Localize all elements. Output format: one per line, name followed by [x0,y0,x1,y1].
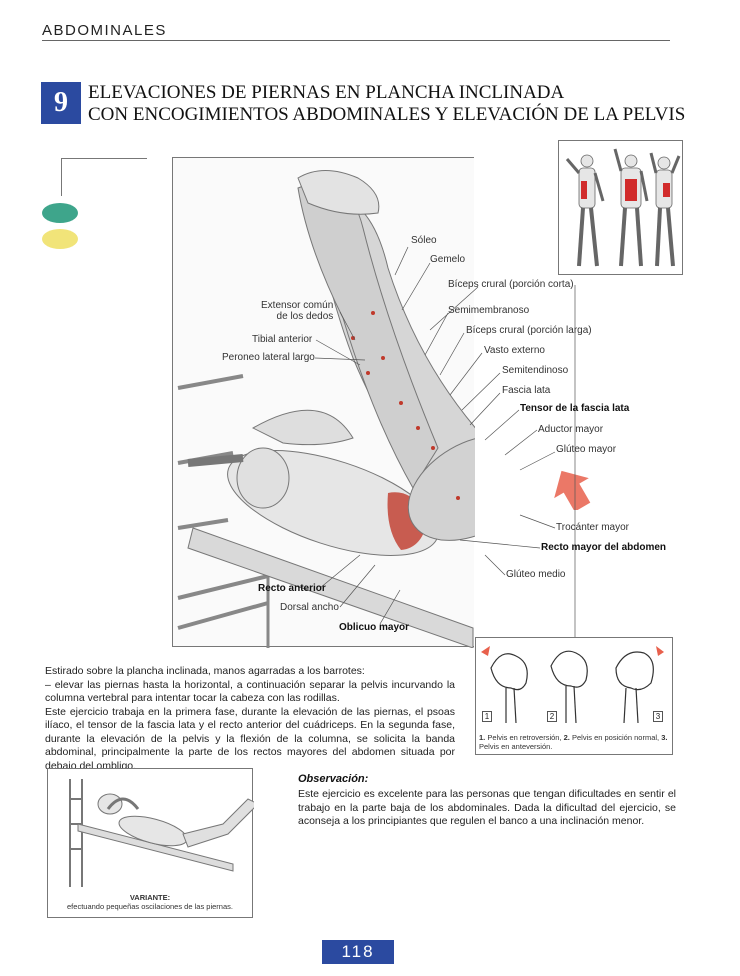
anatomy-drawing [177,170,475,648]
label-biceps-larga: Bíceps crural (porción larga) [466,325,592,336]
label-recto-anterior: Recto anterior [258,583,326,594]
label-extensor: Extensor común de los dedos [261,300,333,322]
label-gemelo: Gemelo [430,254,466,265]
section-title: ABDOMINALES [42,22,167,39]
title-line-2: CON ENCOGIMIENTOS ABDOMINALES Y ELEVACIÓ… [88,104,686,125]
label-extensor-line2: de los dedos [276,311,334,322]
label-peroneo: Peroneo lateral largo [222,352,315,363]
exercise-number: 9 [41,82,81,124]
caption-text-1: Pelvis en retroversión, [485,733,564,742]
body-figures [565,148,681,267]
label-aductor: Aductor mayor [538,424,604,435]
arrow-up-icon [554,470,591,510]
observation-text: Este ejercicio es excelente para las per… [298,788,676,827]
label-dorsal: Dorsal ancho [280,602,339,613]
label-soleo: Sóleo [411,235,437,246]
caption-text-3: Pelvis en anteversión. [479,742,553,751]
description-text: Estirado sobre la plancha inclinada, man… [45,665,455,773]
label-recto-mayor: Recto mayor del abdomen [541,542,667,553]
variant-text: efectuando pequeñas oscilaciones de las … [67,902,233,911]
decor-line [61,158,62,196]
label-oblicuo: Oblicuo mayor [339,622,410,633]
label-semitendinoso: Semitendinoso [502,365,569,376]
label-gluteo-mayor: Glúteo mayor [556,444,617,455]
decor-line [61,158,147,159]
observation-title: Observación: [298,773,369,785]
pelvis-diagram: 1 2 3 [475,637,673,755]
label-vasto-externo: Vasto externo [484,345,545,356]
label-semimembranoso: Semimembranoso [448,305,530,316]
difficulty-dot-green [42,203,78,223]
diagram-box-1: 1 [482,711,492,722]
caption-text-2: Pelvis en posición normal, [569,733,662,742]
diagram-caption: 1. Pelvis en retroversión, 2. Pelvis en … [479,733,669,751]
pelvis-drawings [481,646,664,724]
diagram-box-2: 2 [547,711,557,722]
muscle-location-figure [558,140,683,275]
paragraph: – elevar las piernas hasta la horizontal… [45,678,455,705]
paragraph: Estirado sobre la plancha inclinada, man… [45,665,365,677]
label-fascia-lata: Fascia lata [502,385,551,396]
caption-num-3: 3. [661,733,668,742]
variant-caption: VARIANTE: efectuando pequeñas oscilacion… [52,893,248,911]
page-number: 118 [322,940,394,964]
label-trocanter: Trocánter mayor [556,522,629,533]
diagram-box-3: 3 [653,711,663,722]
label-extensor-line1: Extensor común [261,300,334,311]
label-gluteo-medio: Glúteo medio [506,569,566,580]
variant-title: VARIANTE: [129,893,171,902]
label-tibial: Tibial anterior [252,334,313,345]
paragraph: Este ejercicio trabaja en la primera fas… [45,705,455,772]
header-rule [42,40,670,41]
label-tensor: Tensor de la fascia lata [520,403,630,414]
variant-illustration [47,768,259,918]
caption-num-2: 2. [563,733,570,742]
main-illustration [172,157,475,648]
variant-drawing [69,779,259,887]
label-biceps-corta: Bíceps crural (porción corta) [448,279,574,290]
caption-num-1: 1. [479,733,486,742]
exercise-title: ELEVACIONES DE PIERNAS EN PLANCHA INCLIN… [88,82,685,126]
title-line-1: ELEVACIONES DE PIERNAS EN PLANCHA INCLIN… [88,82,565,103]
difficulty-dot-yellow [42,229,78,249]
